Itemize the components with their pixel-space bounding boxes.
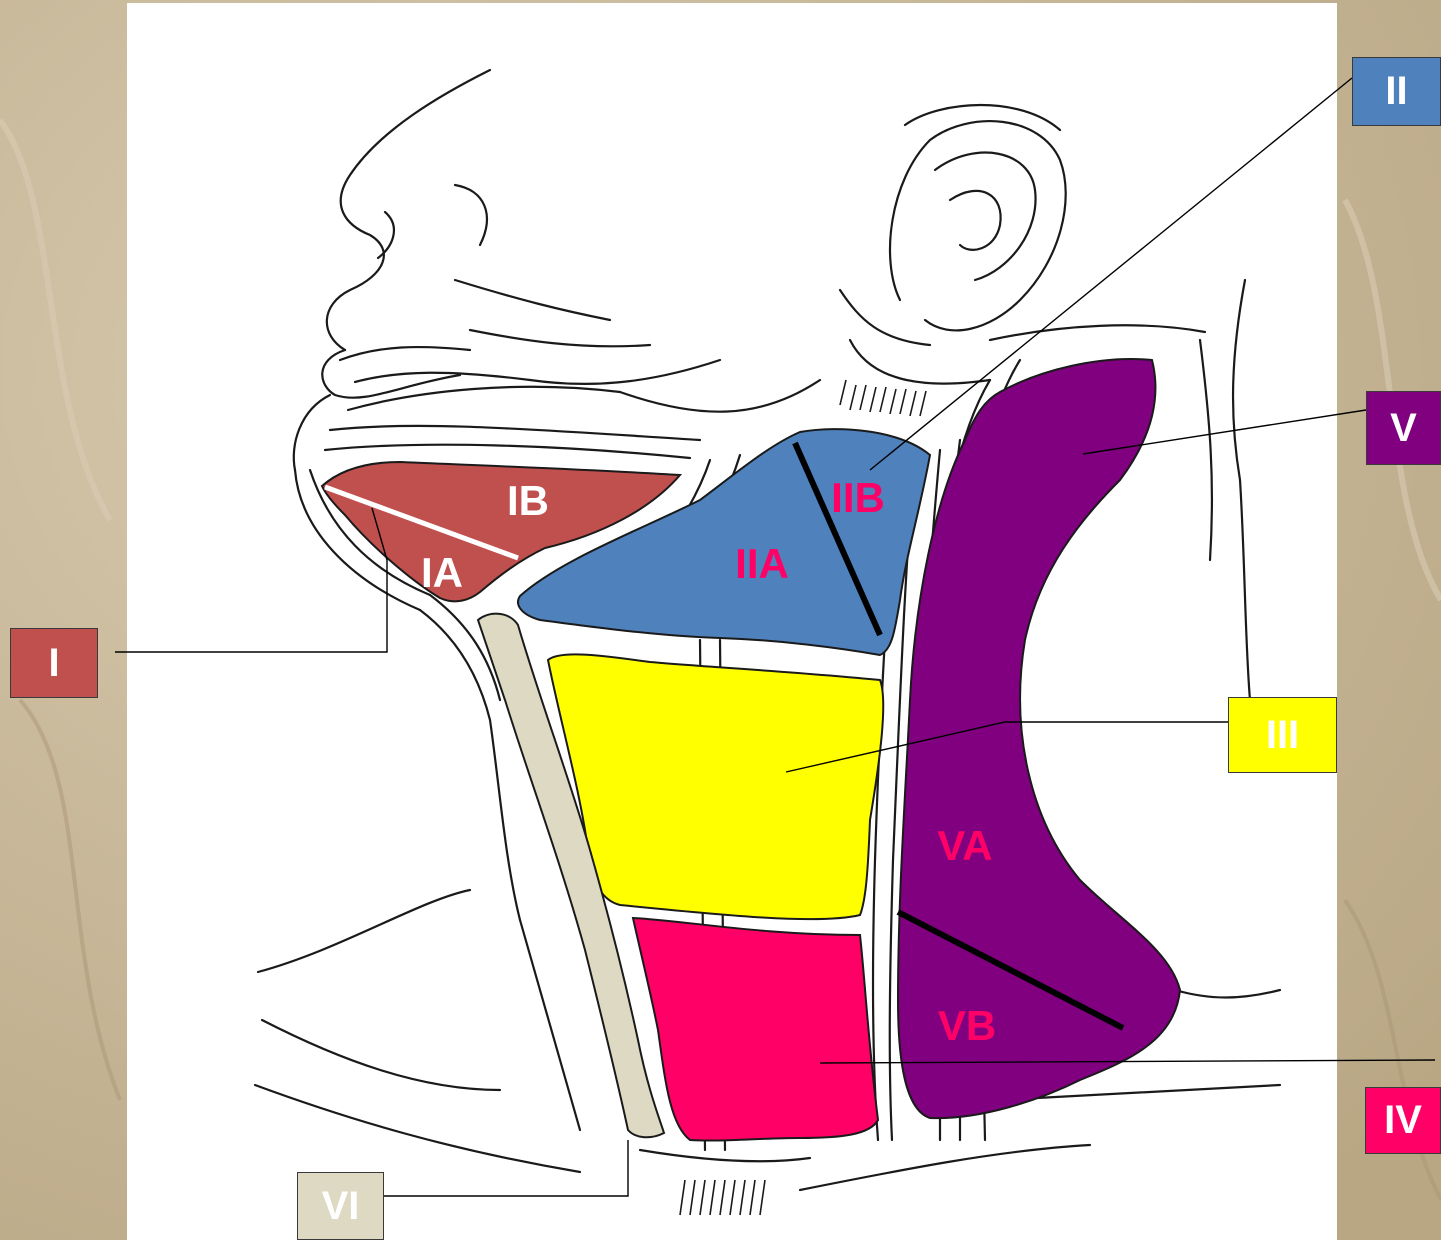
- level-box-IV: IV: [1365, 1087, 1441, 1154]
- label-IIB: IIB: [831, 474, 885, 521]
- level-box-III: III: [1228, 697, 1337, 773]
- region-level-II: [518, 429, 930, 655]
- label-IIA: IIA: [735, 540, 789, 587]
- label-VB: VB: [938, 1002, 996, 1049]
- label-IA: IA: [421, 549, 463, 596]
- level-box-I: I: [10, 628, 98, 698]
- level-box-VI: VI: [297, 1172, 384, 1240]
- label-IB: IB: [507, 477, 549, 524]
- level-box-V: V: [1366, 391, 1441, 465]
- region-level-IV: [633, 918, 878, 1141]
- leader-VI: [384, 1140, 628, 1196]
- level-box-II: II: [1352, 57, 1441, 126]
- leader-I: [115, 508, 387, 652]
- label-VA: VA: [937, 822, 992, 869]
